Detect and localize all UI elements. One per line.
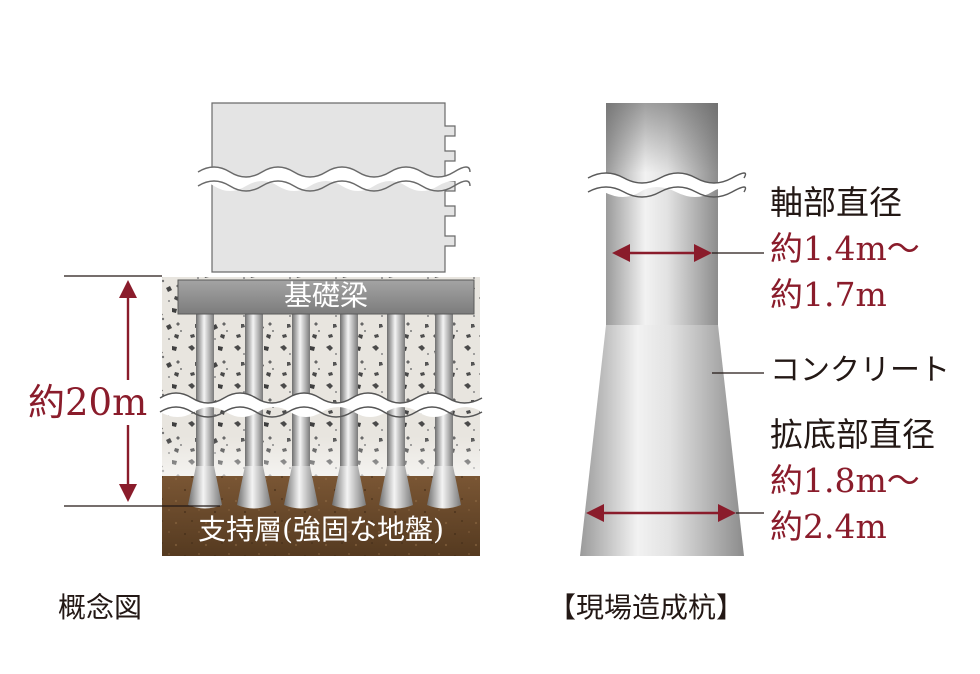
pile-1 [188,312,222,509]
depth-dimension [64,275,220,507]
shaft-diameter-range-1: 約1.4m～ [770,229,920,268]
left-caption: 概念図 [58,591,143,624]
cast-in-place-pile [580,103,744,556]
right-caption: 【現場造成杭】 [548,591,745,624]
pile-break-line [587,172,747,198]
pile-2 [237,312,271,509]
gravel-fade-band [162,436,480,476]
pile-6 [427,312,461,509]
ground-break-line [159,392,483,418]
base-diameter-range-1: 約1.8m～ [770,461,920,500]
base-diameter-range-2: 約2.4m [770,507,887,546]
shaft-diameter-range-2: 約1.7m [770,275,887,314]
bearing-layer-label: 支持層(強固な地盤) [198,513,444,546]
concrete-label: コンクリート [770,353,950,388]
building-block [211,102,456,273]
building-break-line [197,166,471,192]
foundation-beam-label: 基礎梁 [283,279,368,312]
base-diameter-arrow [586,504,764,522]
shaft-diameter-arrow [612,244,764,262]
shaft-diameter-title: 軸部直径 [770,183,902,222]
depth-label: 約20m [26,381,150,424]
pile-3 [284,312,318,509]
pile-5 [379,312,413,509]
piles [188,312,461,509]
foundation-beam [177,279,475,315]
base-diameter-title: 拡底部直径 [770,415,935,454]
pile-4 [332,312,366,509]
